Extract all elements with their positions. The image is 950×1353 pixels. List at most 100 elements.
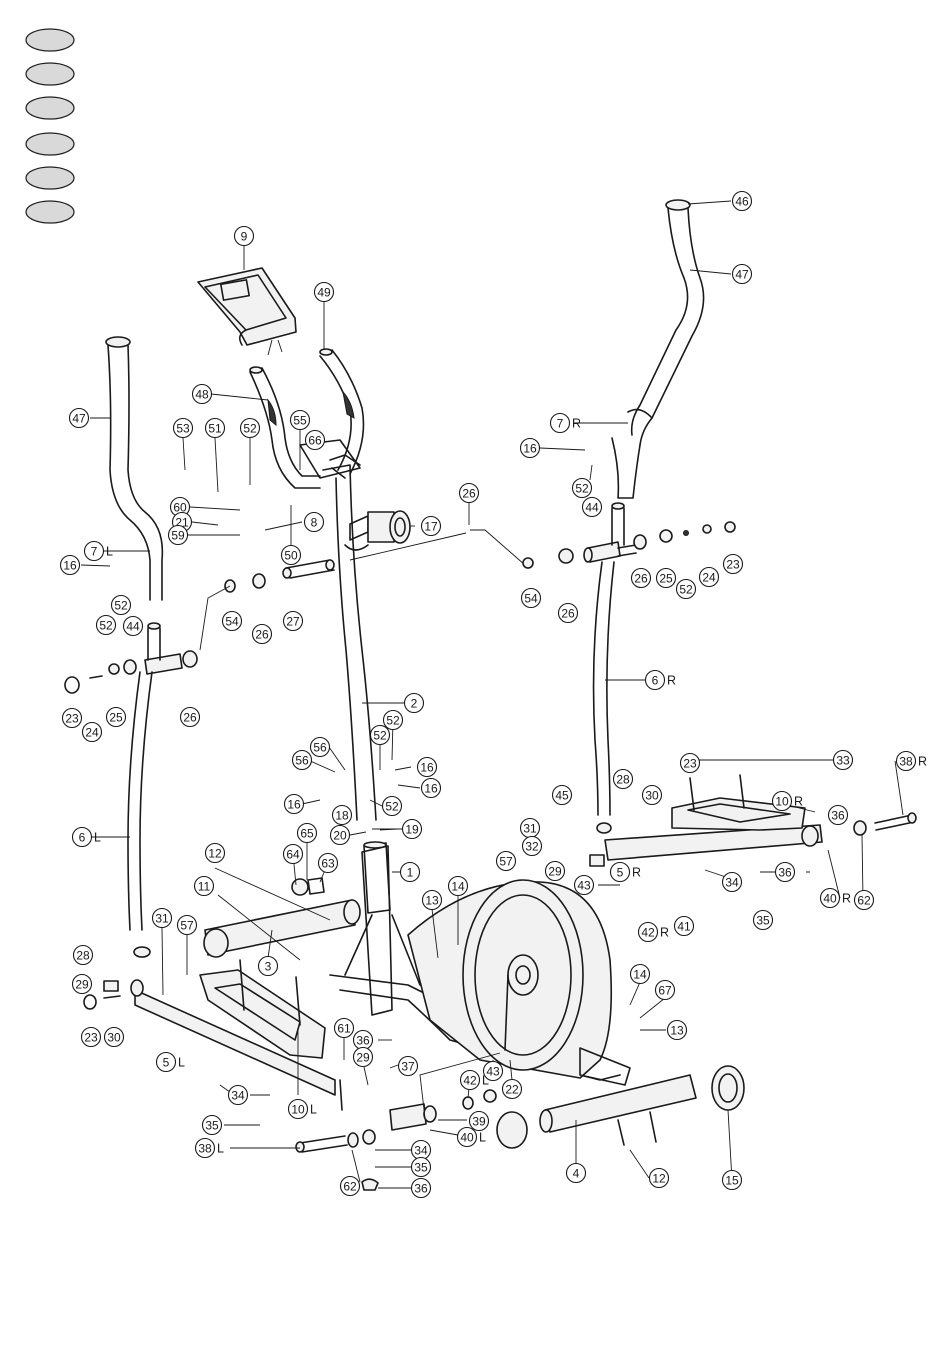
callout-number: 23	[726, 558, 740, 572]
part-callout: 2	[403, 692, 425, 714]
callout-number: 64	[286, 848, 300, 862]
part-callout: 29	[71, 973, 93, 995]
callout-number: 31	[155, 912, 169, 926]
callout-number: 6	[652, 674, 659, 688]
callout-circle	[482, 1060, 504, 1082]
part-callout: 52	[110, 594, 132, 616]
part-callout: 35	[201, 1114, 223, 1136]
callout-side-suffix: R	[660, 926, 669, 940]
part-callout: 8	[303, 511, 325, 533]
callout-number: 5	[163, 1056, 170, 1070]
callout-circle	[675, 578, 697, 600]
callout-number: 62	[343, 1180, 357, 1194]
right-lower-arm	[522, 502, 736, 834]
part-callout: 24	[698, 566, 720, 588]
callout-number: 22	[505, 1083, 519, 1097]
callout-circle	[194, 1137, 216, 1159]
callout-number: 35	[205, 1119, 219, 1133]
part-callout: 62	[853, 889, 875, 911]
callout-circle	[630, 567, 652, 589]
callout-number: 40	[460, 1131, 474, 1145]
part-callout: 23	[722, 553, 744, 575]
right-pedal-assembly	[589, 774, 917, 867]
part-callout: 29	[544, 860, 566, 882]
callout-circle	[655, 567, 677, 589]
callout-circle	[339, 1175, 361, 1197]
callout-circle	[722, 553, 744, 575]
part-callout: 47	[731, 263, 753, 285]
callout-circle	[331, 804, 353, 826]
part-callout: 46	[731, 190, 753, 212]
callout-side-suffix: R	[572, 417, 581, 431]
callout-circle	[122, 615, 144, 637]
part-callout: 36	[774, 861, 796, 883]
callout-circle	[648, 1167, 670, 1189]
part-callout: 34	[410, 1139, 432, 1161]
callout-number: 12	[208, 847, 222, 861]
callout-number: 5	[617, 866, 624, 880]
part-callout: 52	[381, 795, 403, 817]
callout-circle	[289, 409, 311, 431]
part-callout: 52	[239, 417, 261, 439]
callout-number: 17	[424, 520, 438, 534]
callout-circle	[155, 1051, 177, 1073]
callout-circle	[637, 921, 659, 943]
callout-circle	[333, 1017, 355, 1039]
callout-number: 47	[72, 412, 86, 426]
callout-number: 18	[335, 809, 349, 823]
callout-circle	[381, 795, 403, 817]
callout-circle	[304, 429, 326, 451]
callout-number: 52	[386, 714, 400, 728]
callout-side-suffix: L	[106, 545, 113, 559]
callout-circle	[204, 842, 226, 864]
part-callout: 55	[289, 409, 311, 431]
callout-number: 28	[76, 949, 90, 963]
part-callout: 65	[296, 822, 318, 844]
callout-number: 39	[472, 1115, 486, 1129]
callout-circle	[317, 852, 339, 874]
callout-circle	[167, 524, 189, 546]
callout-number: 11	[198, 880, 211, 894]
callout-side-suffix: L	[310, 1103, 317, 1117]
callout-number: 15	[725, 1174, 739, 1188]
part-callout: 13	[421, 889, 443, 911]
callout-circle	[459, 1069, 481, 1091]
part-callout: 31	[519, 817, 541, 839]
callout-number: 52	[575, 482, 589, 496]
callout-number: 44	[126, 620, 140, 634]
callout-side-suffix: L	[217, 1142, 224, 1156]
callout-circle	[399, 861, 421, 883]
part-callout: 41	[673, 915, 695, 937]
callout-number: 8	[311, 516, 318, 530]
callout-circle	[565, 1162, 587, 1184]
callout-number: 13	[670, 1024, 684, 1038]
callout-number: 7	[91, 545, 98, 559]
callout-side-suffix: R	[842, 892, 851, 906]
callout-circle	[771, 790, 793, 812]
callout-number: 52	[114, 599, 128, 613]
callout-circle	[303, 511, 325, 533]
callout-number: 32	[525, 840, 539, 854]
callout-circle	[832, 749, 854, 771]
callout-circle	[282, 610, 304, 632]
part-callout: 9	[233, 225, 255, 247]
parts-drawing	[64, 199, 917, 1191]
callout-circle	[313, 281, 335, 303]
callout-circle	[447, 875, 469, 897]
callout-circle	[519, 437, 541, 459]
callout-circle	[612, 768, 634, 790]
callout-number: 56	[295, 754, 309, 768]
callout-number: 38	[899, 755, 913, 769]
callout-circle	[895, 750, 917, 772]
callout-circle	[644, 669, 666, 691]
part-callout: 16	[416, 756, 438, 778]
callout-number: 23	[683, 757, 697, 771]
callout-number: 45	[555, 789, 569, 803]
callout-circle	[629, 963, 651, 985]
front-stabilizer	[203, 877, 361, 958]
callout-circle	[193, 875, 215, 897]
